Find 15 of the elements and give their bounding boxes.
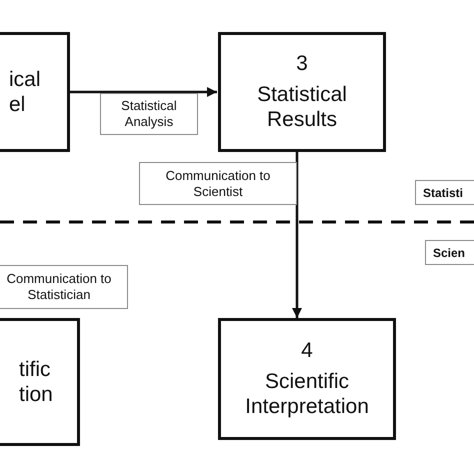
box-title: ical el bbox=[9, 67, 42, 117]
box-title: tific tion bbox=[19, 357, 54, 407]
step-number: 4 bbox=[301, 339, 313, 363]
box-title: Scientific Interpretation bbox=[244, 369, 370, 419]
note-label: Statisti bbox=[415, 180, 474, 205]
note-label: Scien bbox=[425, 240, 474, 265]
arrow bbox=[70, 87, 217, 97]
box-title: Statistical Results bbox=[256, 82, 348, 132]
note-label: Communication to Statistician bbox=[0, 265, 128, 309]
step-number: 3 bbox=[296, 52, 308, 76]
arrow bbox=[292, 152, 302, 318]
edge-label: Statistical Analysis bbox=[100, 93, 198, 135]
process-box bbox=[218, 318, 396, 440]
process-box bbox=[218, 32, 386, 152]
edge-label: Communication to Scientist bbox=[139, 162, 297, 205]
